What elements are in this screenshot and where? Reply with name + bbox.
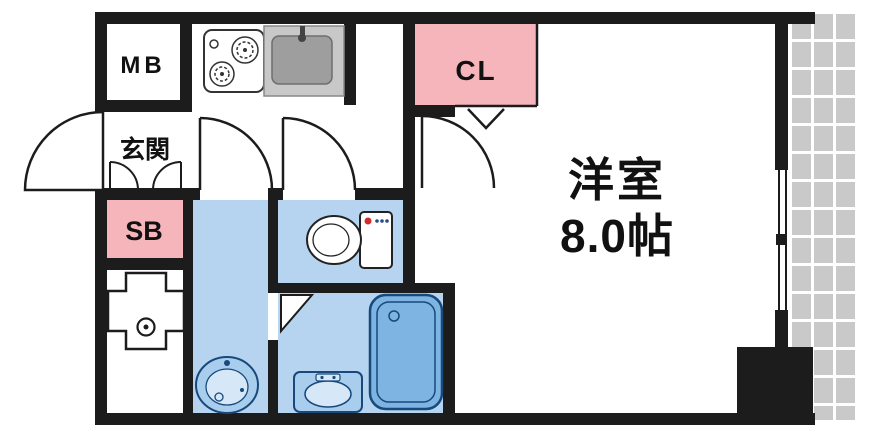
main-room-size-label: 8.0帖: [560, 210, 674, 262]
bathtub-icon: [368, 293, 444, 411]
shoe-box-room: [107, 200, 183, 258]
vanity-sink-icon: [293, 371, 363, 413]
washing-machine-pan-icon: [106, 271, 186, 351]
mb-label: MB: [120, 52, 165, 79]
toilet-icon: [306, 211, 393, 269]
cl-label: CL: [455, 55, 496, 86]
washbasin-icon: [195, 356, 259, 414]
entrance-door-swing: [23, 110, 105, 192]
stove-icon: [203, 29, 265, 93]
genkan-label: 玄関: [120, 135, 170, 164]
closet-folding-door: [455, 24, 539, 130]
kitchen-sink-icon: [263, 25, 345, 97]
closet-cl-room: [415, 24, 537, 106]
main-room-name-label: 洋室: [568, 154, 666, 206]
walls: [95, 12, 815, 425]
window: [776, 170, 787, 310]
shoe-box-door-swings: [109, 161, 182, 191]
door-swings: [198, 114, 496, 191]
sb-label: SB: [125, 216, 163, 246]
window-latch: [776, 234, 787, 245]
pillar: [737, 347, 813, 423]
bathroom-door: [280, 294, 315, 334]
